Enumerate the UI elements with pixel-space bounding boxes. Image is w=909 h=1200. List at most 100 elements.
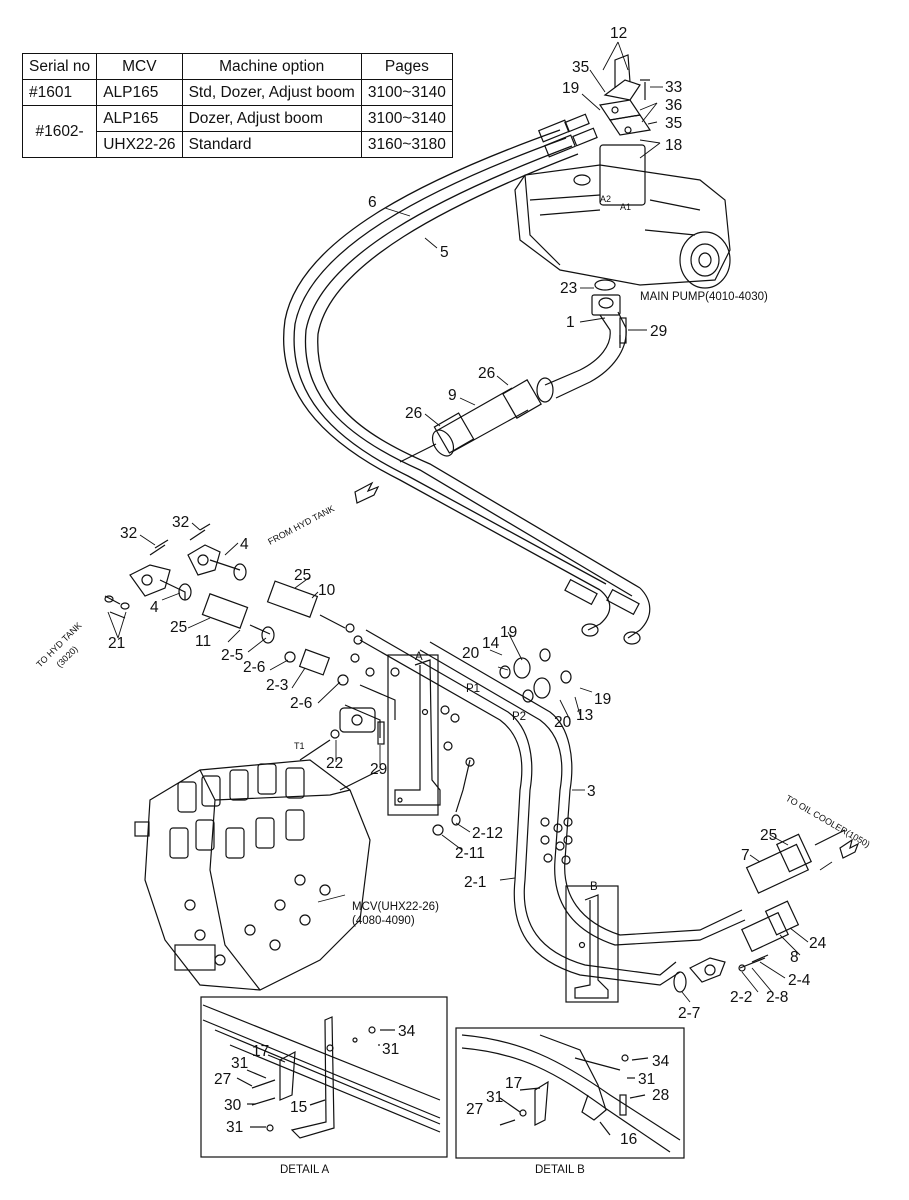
- callout-2-4: 2-4: [788, 972, 811, 989]
- callout-24: 24: [809, 935, 827, 952]
- small-fittings: [154, 335, 769, 972]
- detail-a-callout-27: 27: [214, 1071, 231, 1088]
- detail-a-callout-17: 17: [252, 1043, 269, 1060]
- steel-pipe-3: [419, 641, 746, 946]
- clamp-a: [387, 654, 441, 816]
- detail-b-callout-34: 34: [652, 1053, 670, 1070]
- detail-b-box: [455, 1027, 685, 1159]
- return-hoses-10-11: [201, 580, 349, 686]
- callout-6: 6: [368, 194, 377, 211]
- callout-20: 20: [554, 714, 572, 731]
- callout-32: 32: [172, 514, 189, 531]
- detail-a-callout-31: 31: [382, 1041, 399, 1058]
- cell-option: Standard: [181, 131, 362, 158]
- callout-4: 4: [150, 599, 159, 616]
- callout-19: 19: [562, 80, 579, 97]
- callout-2-3: 2-3: [266, 677, 288, 694]
- detail-b-callout-27: 27: [466, 1101, 483, 1118]
- callout-13: 13: [576, 707, 593, 724]
- from-hyd-tank-arrow: [354, 481, 380, 504]
- callout-25: 25: [170, 619, 187, 636]
- hose-8: [673, 900, 800, 993]
- callout-2-8: 2-8: [766, 989, 788, 1006]
- mcv-label: MCV(UHX22-26): [352, 901, 439, 913]
- cell-pages: 3160~3180: [360, 131, 453, 158]
- leader-lines: [107, 41, 833, 1003]
- header-option: Machine option: [181, 53, 362, 80]
- lower-elbow: [339, 684, 396, 745]
- header-mcv: MCV: [96, 53, 183, 80]
- callout-3: 3: [587, 783, 596, 800]
- callout-19: 19: [594, 691, 611, 708]
- callout-5: 5: [440, 244, 449, 261]
- cell-mcv: UHX22-26: [96, 131, 183, 158]
- serial-table: Serial no MCV Machine option Pages #1601…: [21, 53, 453, 158]
- callout-11: 11: [195, 633, 211, 650]
- steel-pipe-2-1: [359, 629, 681, 986]
- hose-6: [283, 129, 607, 591]
- callout-12: 12: [610, 25, 627, 42]
- hose-7: [745, 829, 860, 894]
- cell-option: Dozer, Adjust boom: [181, 105, 362, 132]
- callout-2-5: 2-5: [221, 647, 243, 664]
- callout-2-6: 2-6: [243, 659, 265, 676]
- table-header-row: Serial no MCV Machine option Pages: [21, 53, 453, 80]
- callout-35: 35: [572, 59, 589, 76]
- detail-a-label: DETAIL A: [280, 1164, 330, 1176]
- callout-33: 33: [665, 79, 682, 96]
- callout-35: 35: [665, 115, 682, 132]
- callout-22: 22: [326, 755, 343, 772]
- callout-21: 21: [108, 635, 125, 652]
- header-serial: Serial no: [21, 53, 98, 80]
- callout-29: 29: [370, 761, 387, 778]
- main-pump-label: MAIN PUMP(4010-4030): [640, 291, 768, 303]
- callout-25: 25: [294, 567, 311, 584]
- main-pump: [514, 54, 731, 316]
- mcv-valve-block: [134, 739, 381, 991]
- callout-2-11: 2-11: [455, 845, 485, 862]
- callout-25: 25: [760, 827, 777, 844]
- clamp-b: [565, 885, 619, 1003]
- detail-a-callout-15: 15: [290, 1099, 307, 1116]
- callout-10: 10: [318, 582, 336, 599]
- detail-b-callout-31: 31: [638, 1071, 655, 1088]
- callout-8: 8: [790, 949, 799, 966]
- cell-pages: 3100~3140: [360, 105, 453, 132]
- table-row: UHX22-26 Standard 3160~3180: [23, 131, 453, 158]
- detail-a-callout-31: 31: [226, 1119, 243, 1136]
- return-elbows-4: [104, 529, 247, 619]
- callout-4: 4: [240, 536, 249, 553]
- table-row: #1601 ALP165 Std, Dozer, Adjust boom 310…: [21, 79, 453, 106]
- detail-b-callout-17: 17: [505, 1075, 522, 1092]
- cell-option: Std, Dozer, Adjust boom: [181, 79, 362, 106]
- detail-a-callout-31: 31: [231, 1055, 248, 1072]
- callout-14: 14: [482, 635, 500, 652]
- port-a2: A2: [600, 194, 611, 204]
- callout-29: 29: [650, 323, 667, 340]
- hose-fittings-bottom: [564, 578, 651, 645]
- callout-20: 20: [462, 645, 480, 662]
- detail-a-callout-34: 34: [398, 1023, 416, 1040]
- detail-a-drawing: [202, 1004, 441, 1139]
- detail-a-callout-30: 30: [224, 1097, 242, 1114]
- callout-32: 32: [120, 525, 137, 542]
- callout-2-12: 2-12: [472, 825, 503, 842]
- suction-pipe-1: [536, 311, 627, 403]
- callout-23: 23: [560, 280, 577, 297]
- cell-mcv: ALP165: [96, 105, 183, 132]
- mcv-pages-label: (4080-4090): [352, 915, 415, 927]
- callout-26: 26: [405, 405, 422, 422]
- port-p1: P1: [466, 683, 480, 695]
- detail-b-drawing: [461, 1034, 681, 1153]
- detail-b-callout-31: 31: [486, 1089, 503, 1106]
- port-t1: T1: [294, 741, 305, 751]
- suction-hose-9: [399, 379, 542, 463]
- to-oil-cooler-label: TO OIL COOLER(1050): [784, 793, 872, 849]
- cell-serial: #1602-: [21, 105, 98, 158]
- hose-5: [304, 145, 641, 597]
- callout-18: 18: [665, 137, 682, 154]
- mark-a: A: [415, 651, 423, 663]
- callout-2-2: 2-2: [730, 989, 752, 1006]
- callout-2-6: 2-6: [290, 695, 312, 712]
